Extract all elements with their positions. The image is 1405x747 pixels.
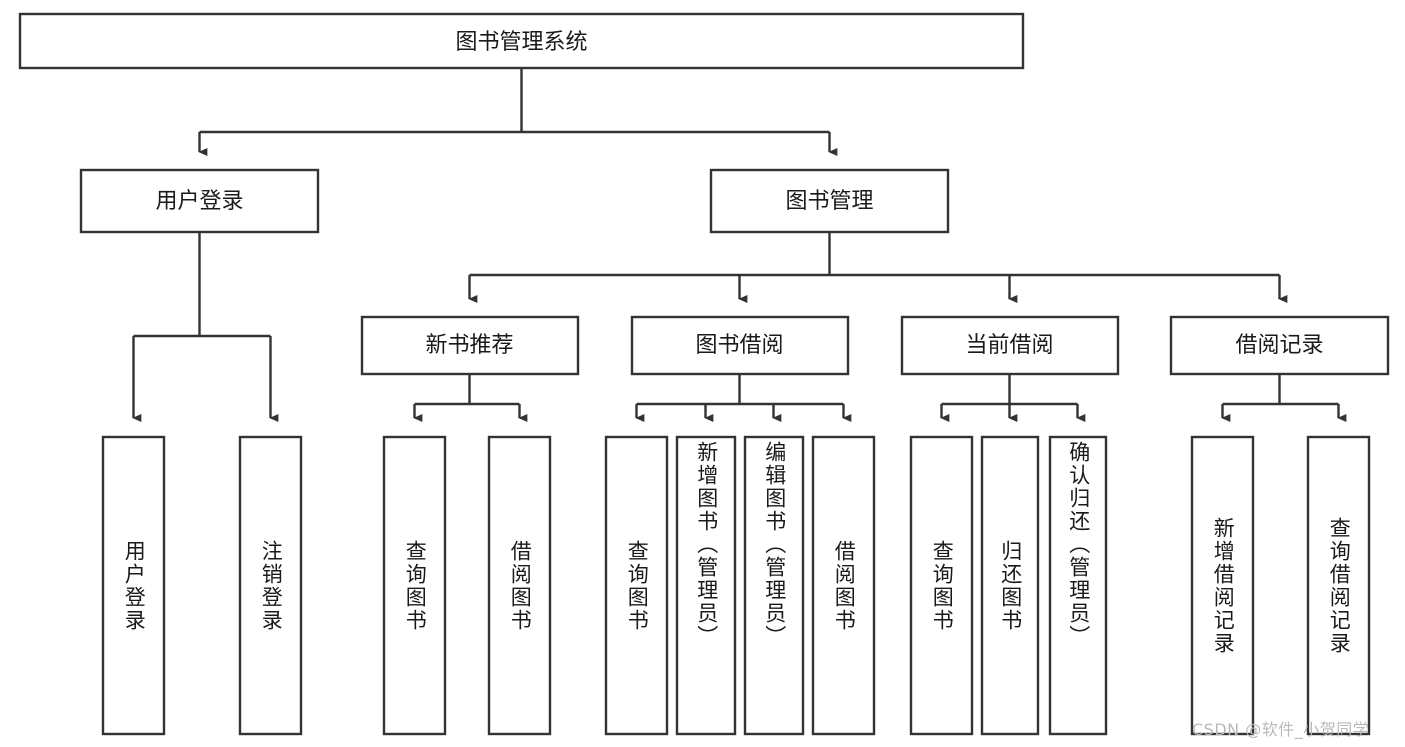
node-book-management-box[interactable]: [709, 168, 950, 234]
leaf-box-query-borrow-record[interactable]: [1306, 435, 1371, 736]
node-user-login[interactable]: 用户登录: [79, 168, 320, 234]
node-current-borrow-label: 当前借阅: [965, 333, 1053, 358]
leaf-box-add-book-admin[interactable]: [675, 435, 737, 736]
leaf-box-query-books-borrow[interactable]: [604, 435, 669, 736]
leaf-box-user-login[interactable]: [101, 435, 166, 736]
leaf-box-return-books[interactable]: [980, 435, 1040, 736]
node-current-borrow-box[interactable]: [900, 315, 1120, 376]
leaf-box-query-books-current[interactable]: [909, 435, 974, 736]
connectors-layer: [132, 68, 1347, 423]
node-book-management[interactable]: 图书管理: [709, 168, 950, 234]
node-borrow-record[interactable]: 借阅记录: [1169, 315, 1390, 376]
node-book-management-label: 图书管理: [785, 189, 873, 214]
leaf-box-query-books-recommend[interactable]: [382, 435, 447, 736]
leaf-boxes-layer: [101, 435, 1371, 736]
leaf-box-borrow-books[interactable]: [811, 435, 876, 736]
node-new-book-recommend[interactable]: 新书推荐: [360, 315, 580, 376]
node-borrow-record-label: 借阅记录: [1235, 333, 1323, 358]
leaf-box-edit-book-admin[interactable]: [743, 435, 805, 736]
leaf-box-logout[interactable]: [238, 435, 303, 736]
node-new-book-recommend-box[interactable]: [360, 315, 580, 376]
leaf-box-borrow-books-recommend[interactable]: [487, 435, 552, 736]
node-user-login-label: 用户登录: [155, 189, 243, 214]
leaf-box-add-borrow-record[interactable]: [1190, 435, 1255, 736]
node-book-borrow[interactable]: 图书借阅: [630, 315, 850, 376]
node-book-borrow-label: 图书借阅: [695, 333, 783, 358]
node-user-login-box[interactable]: [79, 168, 320, 234]
node-borrow-record-box[interactable]: [1169, 315, 1390, 376]
node-root[interactable]: 图书管理系统: [18, 12, 1025, 70]
node-book-borrow-box[interactable]: [630, 315, 850, 376]
node-root-box[interactable]: [18, 12, 1025, 70]
node-current-borrow[interactable]: 当前借阅: [900, 315, 1120, 376]
node-new-book-recommend-label: 新书推荐: [425, 333, 513, 358]
leaf-box-confirm-return-admin[interactable]: [1048, 435, 1108, 736]
node-root-label: 图书管理系统: [455, 30, 587, 55]
